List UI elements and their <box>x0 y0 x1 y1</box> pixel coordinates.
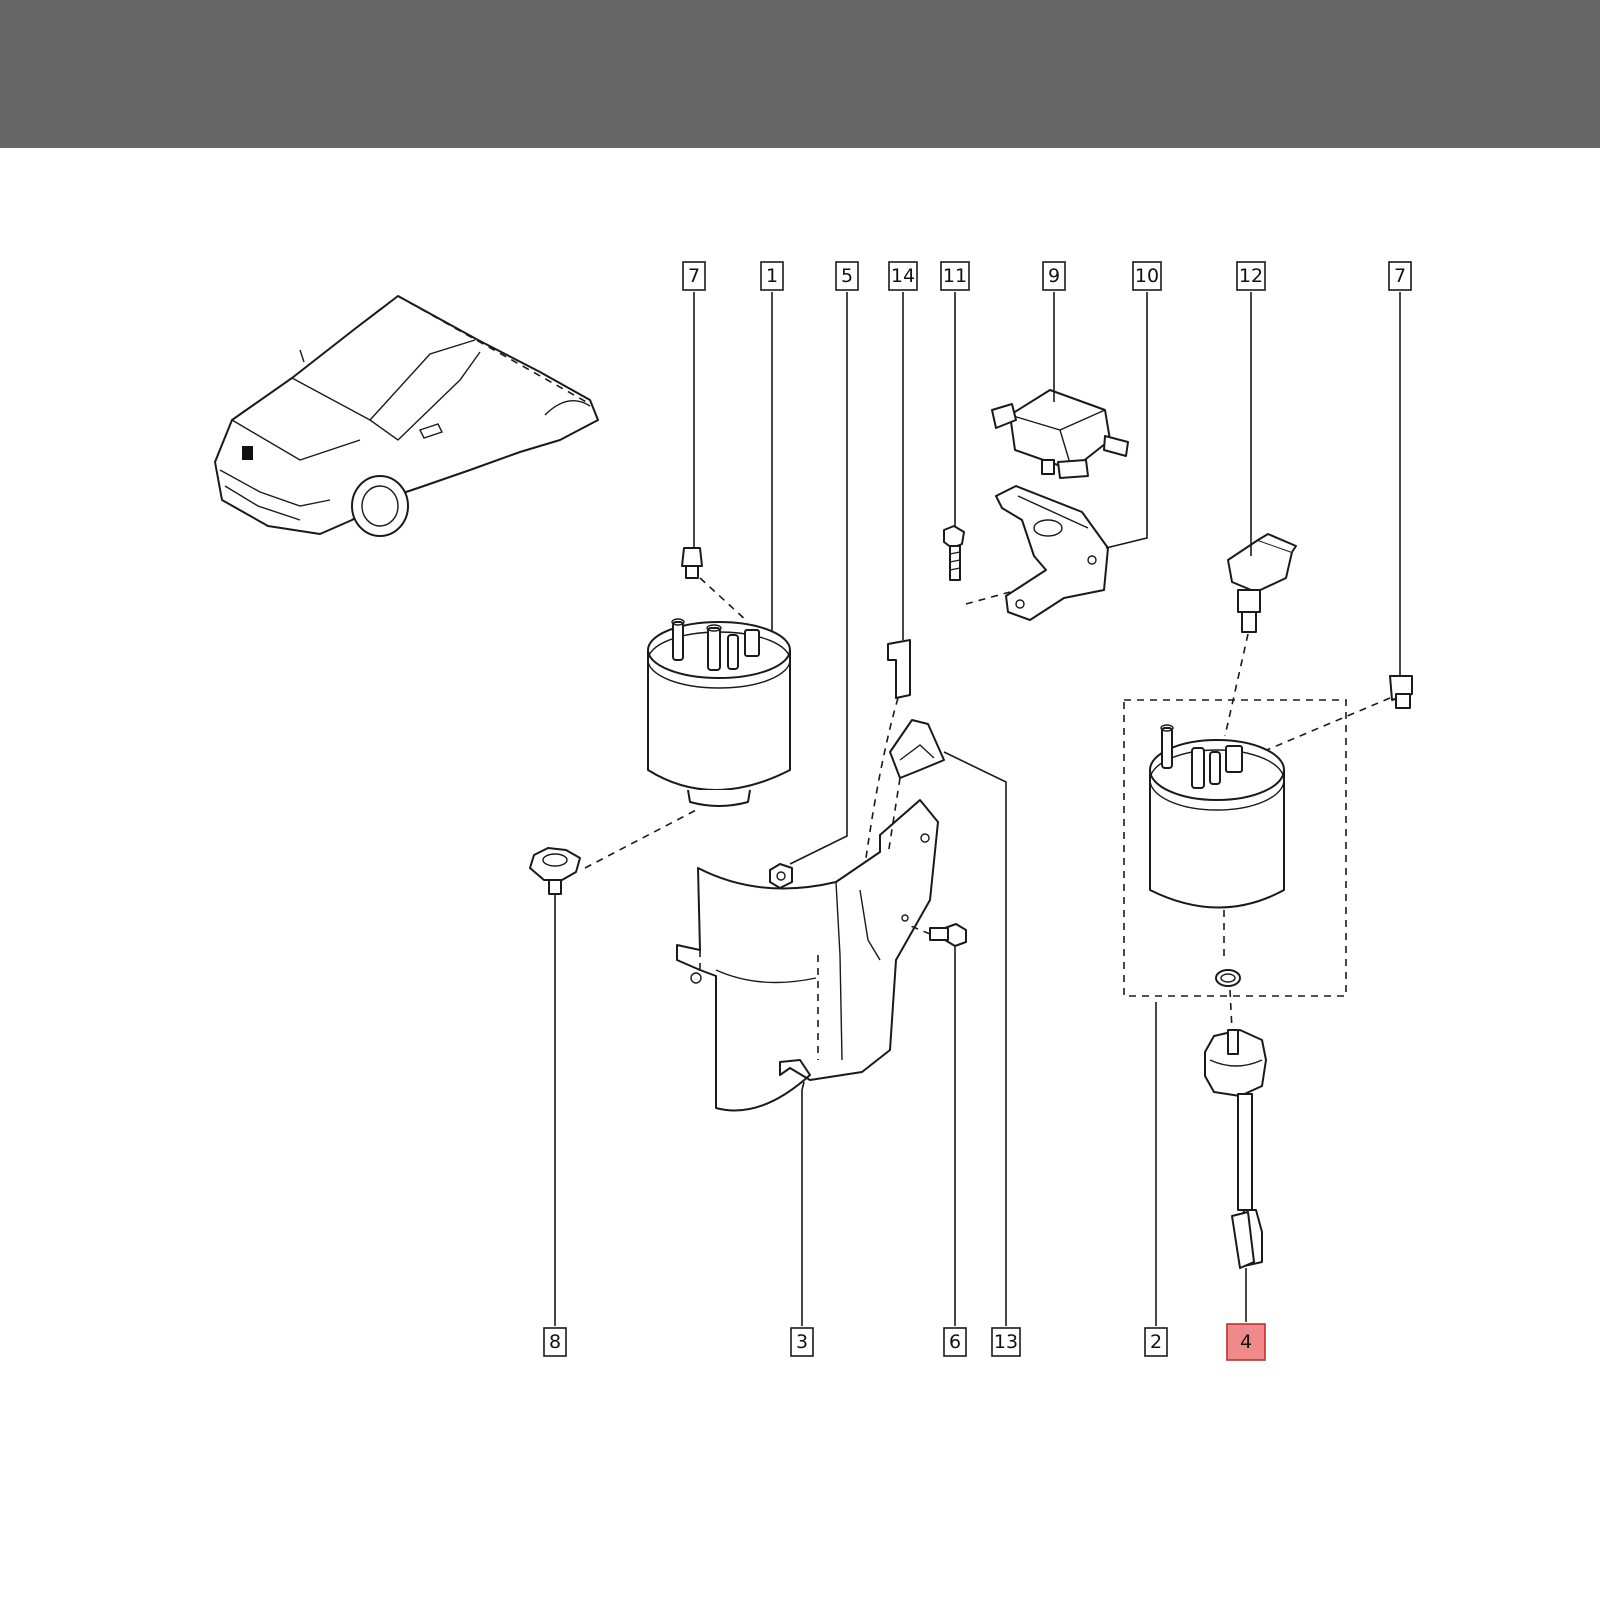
callout-12[interactable]: 12 <box>1236 261 1266 291</box>
callout-label: 5 <box>841 265 853 287</box>
callout-label: 2 <box>1150 1331 1162 1353</box>
callout-7-top-right[interactable]: 7 <box>1388 261 1412 291</box>
nut <box>769 863 793 889</box>
callout-label: 10 <box>1135 265 1159 287</box>
callout-13[interactable]: 13 <box>991 1327 1021 1357</box>
brand-badge-icon <box>242 446 253 460</box>
car-illustration <box>214 295 599 537</box>
callout-2[interactable]: 2 <box>1144 1327 1168 1357</box>
clip <box>865 639 911 859</box>
callout-label: 9 <box>1048 265 1060 287</box>
fitting-right <box>1261 675 1413 753</box>
callout-label: 3 <box>796 1331 808 1353</box>
callout-6[interactable]: 6 <box>943 1327 967 1357</box>
solenoid-valve <box>991 389 1129 479</box>
callout-label: 4 <box>1240 1331 1252 1353</box>
callout-label: 13 <box>994 1331 1018 1353</box>
bolt <box>905 923 967 947</box>
fuel-filter-right <box>1123 699 1347 997</box>
callout-1[interactable]: 1 <box>760 261 784 291</box>
callout-4-highlighted[interactable]: 4 <box>1226 1323 1266 1361</box>
callout-label: 7 <box>688 265 700 287</box>
fuel-filter-left <box>647 618 791 807</box>
screw <box>943 525 1011 605</box>
header-bar <box>0 0 1600 148</box>
callout-label: 1 <box>766 265 778 287</box>
callout-5[interactable]: 5 <box>835 261 859 291</box>
callout-label: 6 <box>949 1331 961 1353</box>
callout-9[interactable]: 9 <box>1042 261 1066 291</box>
callout-14[interactable]: 14 <box>888 261 918 291</box>
heat-shield <box>676 799 939 1112</box>
drain-plug-left <box>529 807 701 895</box>
mounting-bracket <box>995 485 1109 621</box>
callout-label: 7 <box>1394 265 1406 287</box>
callout-7-top-left[interactable]: 7 <box>682 261 706 291</box>
callout-label: 11 <box>943 265 967 287</box>
fitting-left <box>681 547 749 623</box>
foam-pad <box>887 719 945 856</box>
callout-10[interactable]: 10 <box>1132 261 1162 291</box>
sensor <box>1224 533 1297 737</box>
callout-label: 14 <box>891 265 915 287</box>
leader-lines <box>554 292 1401 1326</box>
callout-11[interactable]: 11 <box>940 261 970 291</box>
callout-8[interactable]: 8 <box>543 1327 567 1357</box>
callout-3[interactable]: 3 <box>790 1327 814 1357</box>
water-sensor-drain <box>1204 989 1267 1269</box>
callout-label: 12 <box>1239 265 1263 287</box>
callout-label: 8 <box>549 1331 561 1353</box>
